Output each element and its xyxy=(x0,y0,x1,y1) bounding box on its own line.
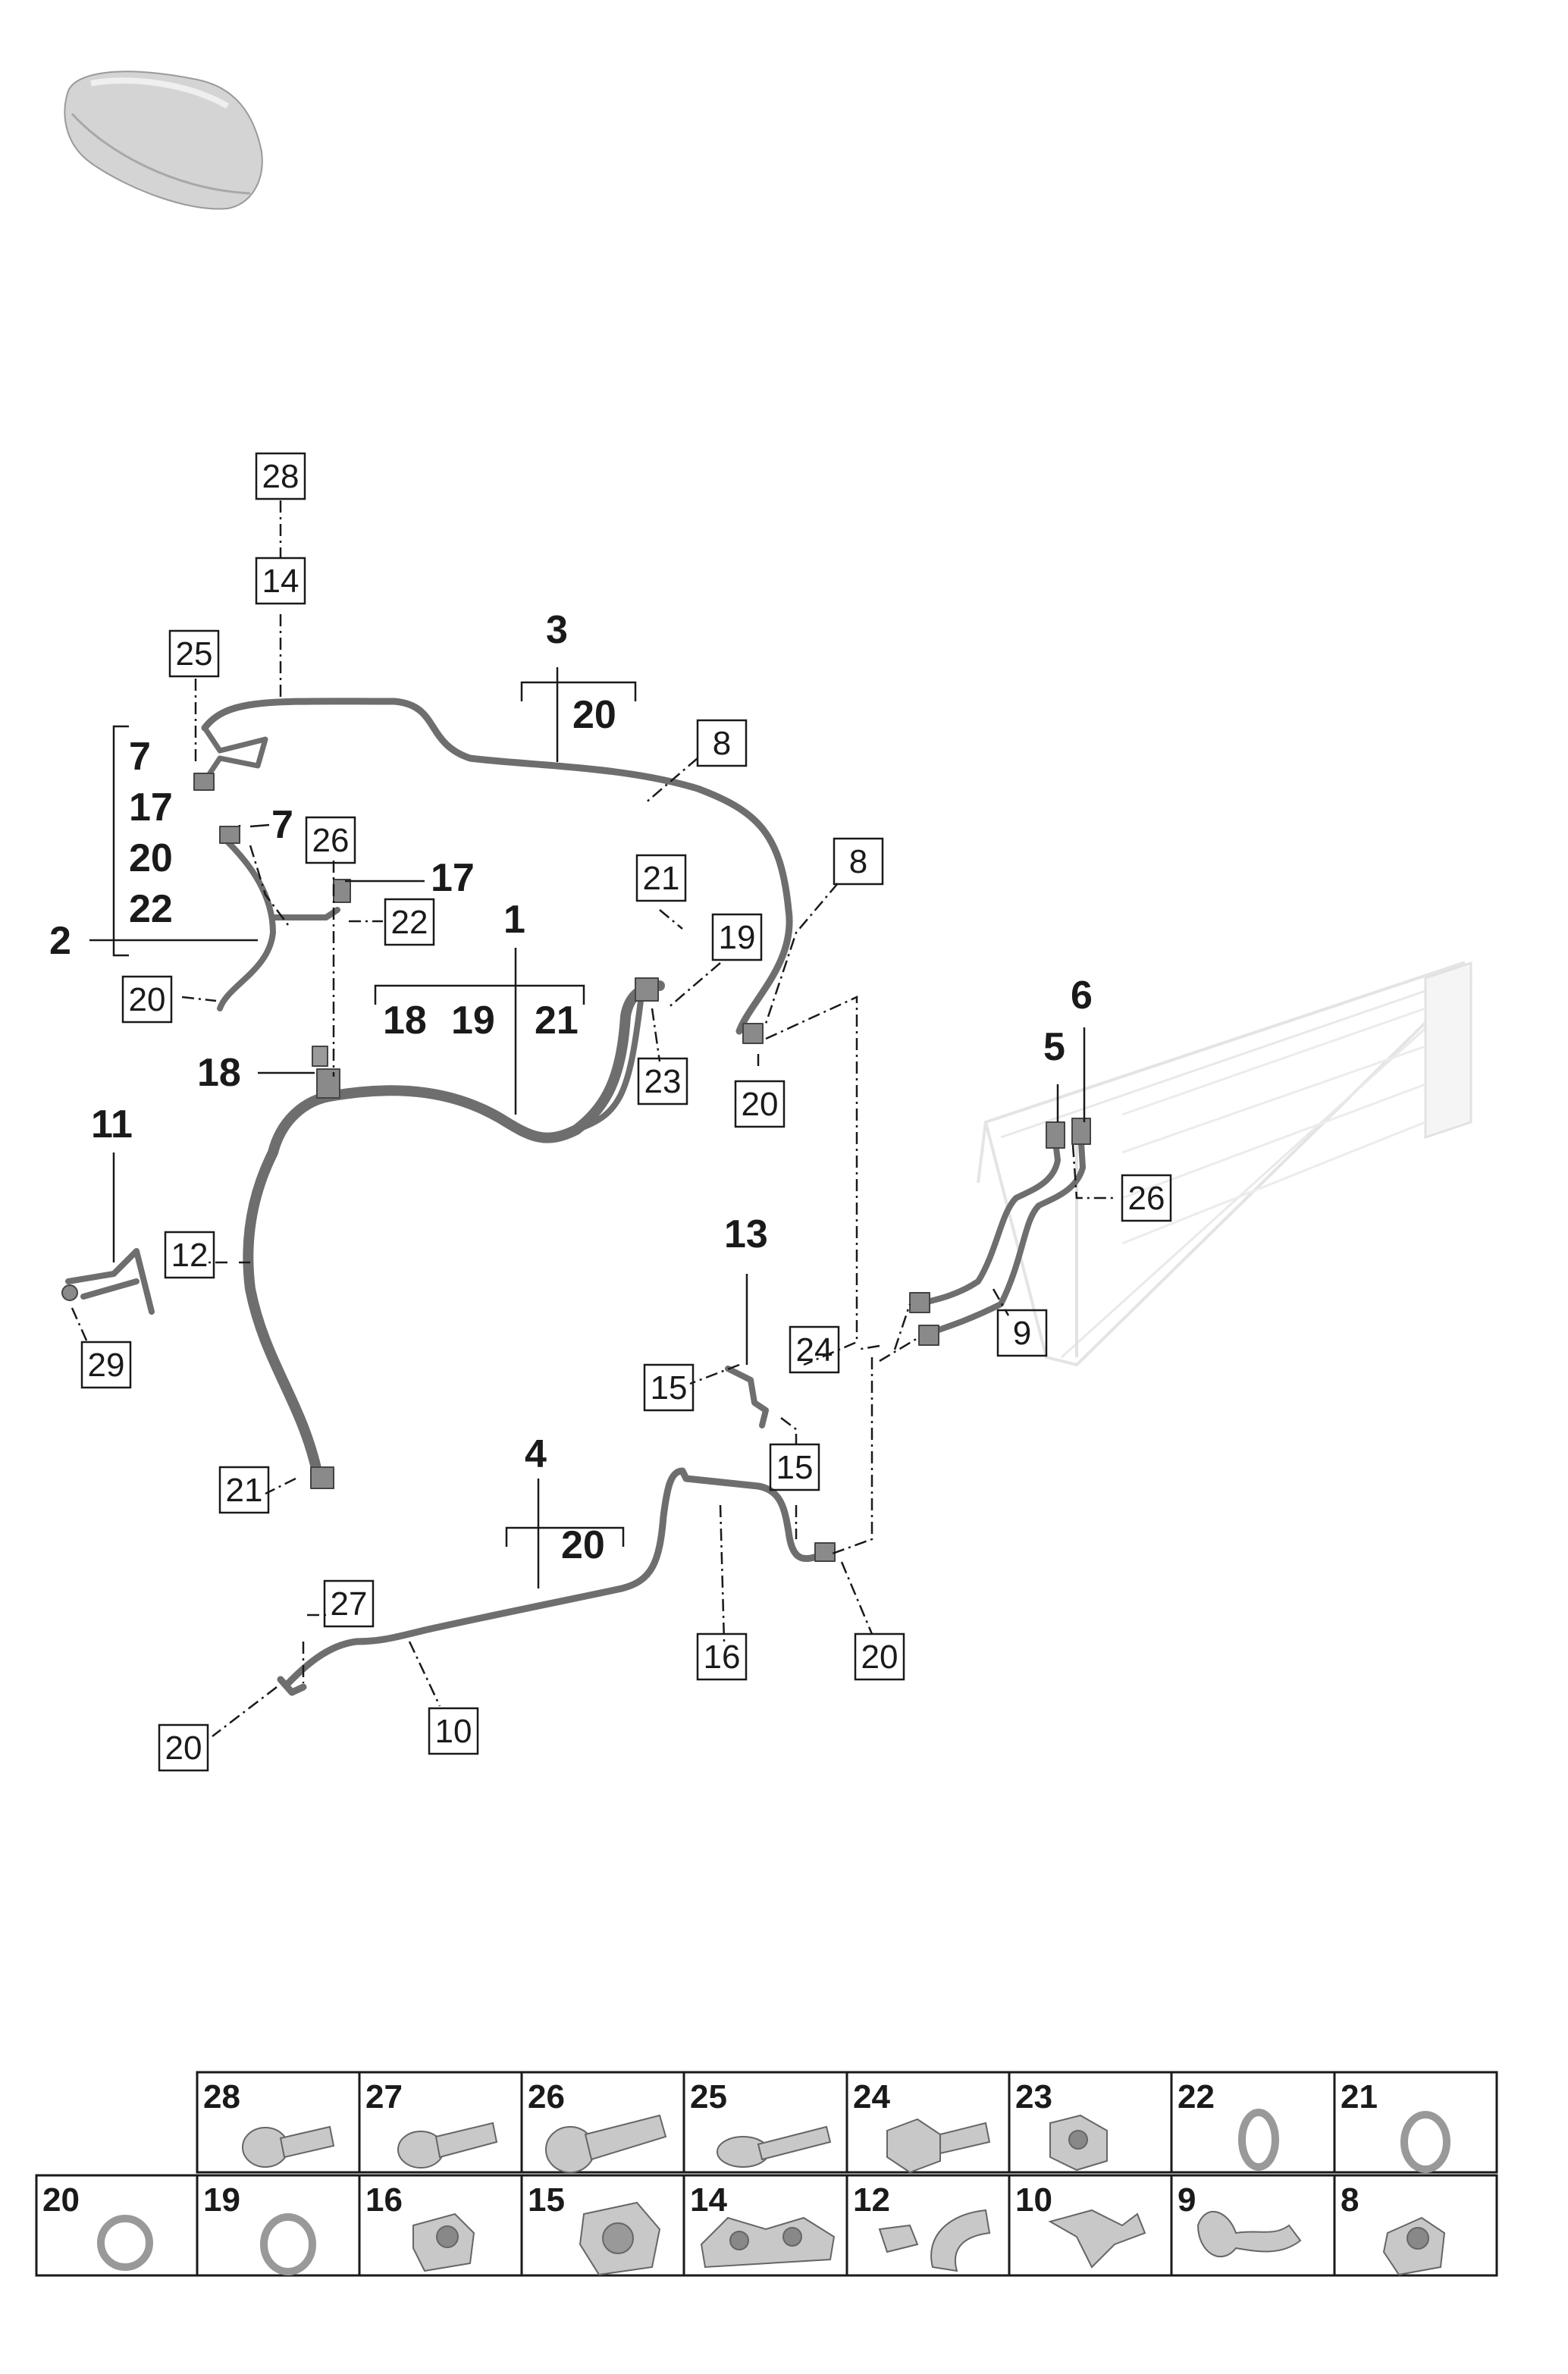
hose-clip-icon xyxy=(1382,2216,1446,2276)
callout-16: 16 xyxy=(704,1639,741,1676)
assembly-2-item-4: 22 xyxy=(129,887,173,931)
callout-8b: 8 xyxy=(849,843,867,880)
pipe-2 xyxy=(217,839,276,1011)
bracket-13 xyxy=(725,1366,769,1428)
table-cell-23: 23 xyxy=(1015,2078,1052,2115)
assembly-2-item-2: 17 xyxy=(129,786,173,829)
callout-19: 19 xyxy=(719,919,756,956)
callout-21a: 21 xyxy=(643,860,680,897)
assembly-3-sub: 20 xyxy=(572,693,616,737)
table-cell-14: 14 xyxy=(690,2181,727,2219)
part-17: 17 xyxy=(431,856,475,900)
callout-28: 28 xyxy=(262,458,299,495)
o-ring-icon xyxy=(260,2213,316,2275)
boxed-callouts xyxy=(80,452,1172,1772)
flange-screw-icon xyxy=(717,2125,832,2168)
bolt-icon xyxy=(242,2125,335,2168)
assembly-2-item-3: 20 xyxy=(129,836,173,880)
leader-lines xyxy=(71,500,1115,1737)
assembly-2-item-1: 7 xyxy=(129,735,151,779)
callout-10: 10 xyxy=(435,1713,472,1750)
callout-24: 24 xyxy=(796,1331,833,1369)
assembly-11: 11 xyxy=(91,1102,133,1146)
part-6: 6 xyxy=(1071,974,1093,1018)
pipe-clip-icon xyxy=(1196,2210,1302,2258)
pipe-3 xyxy=(201,698,793,1035)
car-body-icon xyxy=(64,71,263,210)
callout-14: 14 xyxy=(262,563,299,600)
table-cell-19: 19 xyxy=(203,2181,240,2219)
pipe-4 xyxy=(284,1467,826,1687)
assembly-1-item-1: 18 xyxy=(383,999,427,1043)
table-cell-9: 9 xyxy=(1178,2181,1196,2219)
table-cell-12: 12 xyxy=(853,2181,890,2219)
hose-clamp-icon xyxy=(878,2209,991,2272)
callout-20b: 20 xyxy=(742,1086,779,1123)
o-ring-icon xyxy=(1400,2111,1450,2173)
o-ring-icon xyxy=(1238,2109,1279,2171)
assembly-13: 13 xyxy=(724,1212,768,1256)
callout-20a: 20 xyxy=(129,981,166,1018)
o-ring-icon xyxy=(97,2215,153,2271)
assembly-1-item-3: 21 xyxy=(535,999,579,1043)
callout-15b: 15 xyxy=(776,1449,814,1486)
bracket-11 xyxy=(65,1248,155,1315)
hex-nut-icon xyxy=(1049,2114,1108,2172)
condenser-icon xyxy=(977,961,1473,1367)
table-cell-16: 16 xyxy=(365,2181,403,2219)
assembly-2: 2 xyxy=(49,919,71,963)
double-clip-icon xyxy=(579,2201,661,2276)
assembly-4: 4 xyxy=(525,1432,547,1476)
callout-26a: 26 xyxy=(312,822,350,859)
collar-bolt-icon xyxy=(397,2122,498,2169)
callout-20d: 20 xyxy=(861,1639,898,1676)
callout-12: 12 xyxy=(171,1237,209,1274)
pipe-1 xyxy=(328,980,665,1143)
callout-25: 25 xyxy=(176,635,213,673)
assembly-3: 3 xyxy=(546,608,568,652)
table-cell-28: 28 xyxy=(203,2078,240,2115)
callout-29: 29 xyxy=(88,1347,125,1384)
hex-bolt-icon xyxy=(886,2118,991,2174)
table-cell-26: 26 xyxy=(528,2078,565,2115)
callout-21b: 21 xyxy=(226,1472,263,1509)
callout-15a: 15 xyxy=(651,1369,688,1407)
assembly-4-sub: 20 xyxy=(561,1523,605,1567)
parts-table: 28 27 26 25 24 23 22 21 20 19 16 15 14 1… xyxy=(35,2071,1498,2277)
callout-27: 27 xyxy=(331,1585,368,1623)
part-18: 18 xyxy=(197,1051,241,1095)
callout-8a: 8 xyxy=(713,725,731,762)
refrigerant-lines xyxy=(61,698,1091,1696)
pipe-6 xyxy=(922,1127,1086,1338)
table-cell-24: 24 xyxy=(853,2078,890,2115)
triple-clip-icon xyxy=(700,2216,836,2269)
table-cell-15: 15 xyxy=(528,2181,565,2219)
table-cell-21: 21 xyxy=(1341,2078,1378,2115)
part-5: 5 xyxy=(1043,1025,1065,1069)
table-cell-25: 25 xyxy=(690,2078,727,2115)
table-cell-8: 8 xyxy=(1341,2181,1359,2219)
table-cell-22: 22 xyxy=(1178,2078,1215,2115)
part-7: 7 xyxy=(271,803,293,847)
callout-20c: 20 xyxy=(165,1730,202,1767)
table-cell-20: 20 xyxy=(42,2181,80,2219)
indicator-lines xyxy=(89,667,1086,1588)
table-cell-27: 27 xyxy=(365,2078,403,2115)
pipe-5 xyxy=(914,1127,1061,1307)
callout-22: 22 xyxy=(391,904,428,941)
callout-26b: 26 xyxy=(1128,1180,1165,1217)
callout-9: 9 xyxy=(1013,1315,1031,1352)
assembly-1: 1 xyxy=(503,898,525,942)
bracket-clip-icon xyxy=(1048,2209,1146,2269)
assembly-1-item-2: 19 xyxy=(451,999,495,1043)
table-cell-10: 10 xyxy=(1015,2181,1052,2219)
socket-head-bolt-icon xyxy=(545,2114,667,2173)
hose-clip-icon xyxy=(412,2212,475,2272)
callout-23: 23 xyxy=(644,1063,682,1100)
